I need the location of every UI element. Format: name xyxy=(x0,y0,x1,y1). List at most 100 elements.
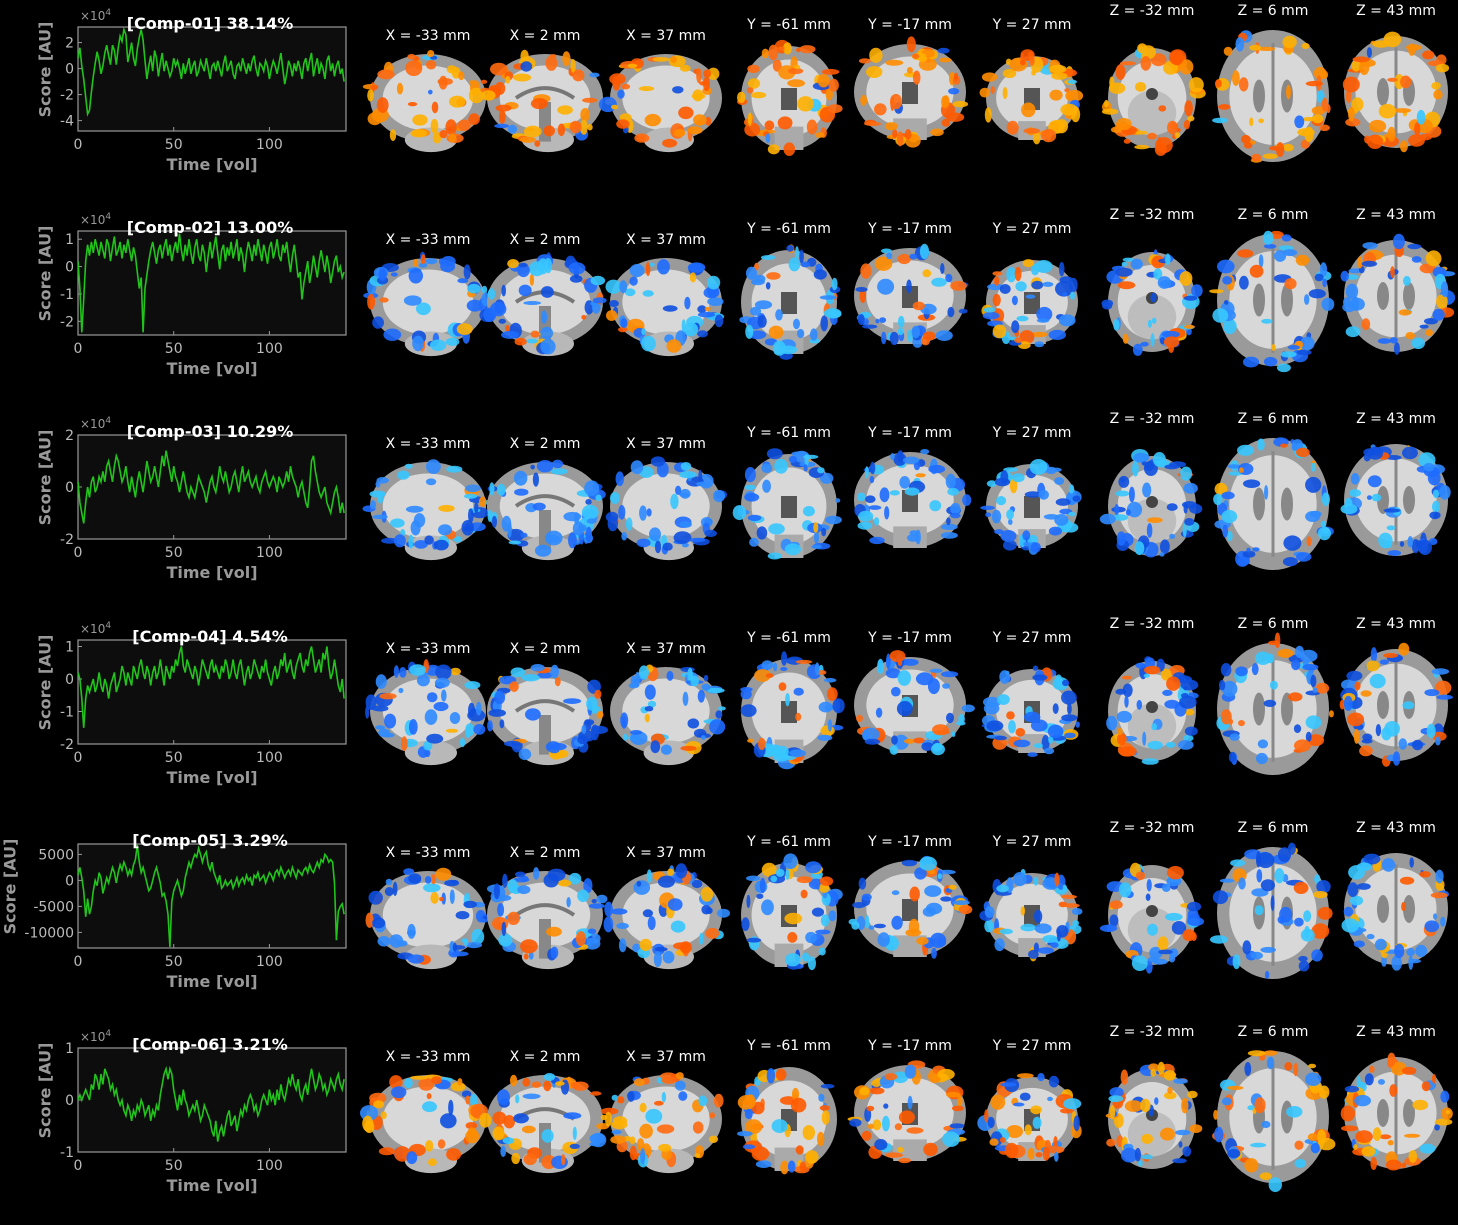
slice-coordinate-label: X = 2 mm xyxy=(509,436,581,453)
slice-coordinate-label: Z = 6 mm xyxy=(1237,207,1309,224)
slice-coordinate-label: Y = -17 mm xyxy=(868,833,952,850)
exponent-power: 4 xyxy=(105,8,112,18)
slice-coordinate-label: X = 37 mm xyxy=(626,640,706,657)
slice-coordinate-label: Z = -32 mm xyxy=(1109,207,1195,224)
y-tick-label: -1 xyxy=(60,704,74,720)
y-tick-label: 2 xyxy=(65,428,74,444)
slice-coordinate-label: Y = 27 mm xyxy=(992,629,1072,646)
x-tick-label: 100 xyxy=(256,545,283,561)
timecourse-line xyxy=(77,1065,345,1142)
slice-coordinate-label: X = 37 mm xyxy=(626,232,706,249)
slice-coordinate-label: Z = 43 mm xyxy=(1356,615,1436,632)
x-axis-label: Time [vol] xyxy=(166,971,258,991)
slice-coordinate-label: X = 37 mm xyxy=(626,28,706,44)
y-tick-label: -2 xyxy=(60,737,74,753)
slice-coordinate-label: Z = -32 mm xyxy=(1109,3,1195,19)
slice-coordinate-label: X = 2 mm xyxy=(509,232,581,249)
slice-coordinate-label: Y = -17 mm xyxy=(868,629,952,646)
slice-coordinate-label: Y = 27 mm xyxy=(992,833,1072,850)
slice-coordinate-label: Y = -17 mm xyxy=(868,221,952,238)
x-tick-label: 0 xyxy=(74,954,83,970)
axis-exponent: ×104 xyxy=(80,1029,111,1044)
x-axis-label: Time [vol] xyxy=(166,1176,258,1195)
slice-coordinate-label: X = -33 mm xyxy=(385,1049,471,1065)
slice-coordinate-label: Z = 43 mm xyxy=(1356,411,1436,428)
slice-coordinate-label: Y = -61 mm xyxy=(747,17,831,33)
y-tick-label: 1 xyxy=(65,639,74,655)
y-tick-label: 0 xyxy=(65,480,74,496)
timecourse-line xyxy=(77,645,345,728)
slice-coordinate-label: Y = -61 mm xyxy=(747,833,831,850)
slice-coordinate-label: Y = 27 mm xyxy=(992,17,1072,33)
slice-coordinate-label: Z = 6 mm xyxy=(1237,411,1309,428)
slice-coordinate-label: Y = -61 mm xyxy=(747,629,831,646)
component-title: [Comp-03] 10.29% xyxy=(126,422,294,442)
component-title: [Comp-06] 3.21% xyxy=(132,1035,288,1054)
y-tick-label: 2 xyxy=(65,36,74,52)
component-title: [Comp-05] 3.29% xyxy=(132,830,288,850)
slice-coordinate-label: Y = -61 mm xyxy=(747,221,831,238)
x-tick-label: 50 xyxy=(165,545,183,561)
y-tick-label: 0 xyxy=(65,1093,74,1109)
slice-coordinate-label: Z = 43 mm xyxy=(1356,3,1436,19)
timecourse-line xyxy=(77,450,345,524)
exponent-base: ×10 xyxy=(80,1030,106,1044)
slice-coordinate-label: Z = -32 mm xyxy=(1109,1024,1195,1040)
slice-coordinate-label: Z = 43 mm xyxy=(1356,1024,1436,1040)
x-tick-label: 0 xyxy=(74,137,83,153)
axis-exponent: ×104 xyxy=(80,8,111,23)
slice-coordinate-label: X = 37 mm xyxy=(626,1049,706,1065)
exponent-base: ×10 xyxy=(80,9,106,23)
y-tick-label: -1 xyxy=(60,1145,74,1161)
timecourse-line xyxy=(77,26,345,117)
axis-exponent: ×104 xyxy=(80,621,111,636)
slice-coordinate-label: X = 2 mm xyxy=(509,1049,581,1065)
exponent-power: 4 xyxy=(105,212,112,223)
slice-coordinate-label: Y = -61 mm xyxy=(747,425,831,442)
slice-coordinate-label: Z = 6 mm xyxy=(1237,615,1309,632)
component-title: [Comp-04] 4.54% xyxy=(132,626,288,646)
exponent-base: ×10 xyxy=(80,621,106,636)
y-tick-label: 0 xyxy=(65,672,74,688)
slice-coordinate-label: X = 37 mm xyxy=(626,844,706,861)
brain-slices xyxy=(362,30,1450,163)
x-axis-label: Time [vol] xyxy=(166,155,258,174)
slice-coordinate-label: Z = 6 mm xyxy=(1237,819,1309,836)
slice-coordinate-label: X = 2 mm xyxy=(509,28,581,44)
brain-slices xyxy=(363,230,1456,373)
y-tick-label: 0 xyxy=(65,260,74,276)
slice-coordinate-label: X = -33 mm xyxy=(385,436,471,453)
exponent-power: 4 xyxy=(105,620,112,631)
x-axis-label: Time [vol] xyxy=(166,767,258,787)
exponent-power: 4 xyxy=(105,416,112,427)
slice-coordinate-label: X = 2 mm xyxy=(509,640,581,657)
component-title: [Comp-01] 38.14% xyxy=(126,14,294,33)
slice-coordinate-label: Z = 43 mm xyxy=(1356,207,1436,224)
brain-slices xyxy=(362,437,1451,571)
brain-slices xyxy=(365,842,1450,979)
y-tick-label: 1 xyxy=(65,232,74,248)
y-tick-label: 0 xyxy=(65,873,74,889)
y-tick-label: -4 xyxy=(60,114,74,130)
slice-coordinate-label: X = -33 mm xyxy=(385,28,471,44)
y-tick-label: -2 xyxy=(60,315,74,331)
x-tick-label: 100 xyxy=(256,1158,283,1174)
slice-coordinate-label: Y = 27 mm xyxy=(992,425,1072,442)
brain-slices xyxy=(365,632,1453,775)
slice-coordinate-label: Z = -32 mm xyxy=(1109,615,1195,632)
x-tick-label: 100 xyxy=(256,137,283,153)
slice-coordinate-label: X = 2 mm xyxy=(509,844,581,861)
y-tick-label: -2 xyxy=(60,532,74,548)
